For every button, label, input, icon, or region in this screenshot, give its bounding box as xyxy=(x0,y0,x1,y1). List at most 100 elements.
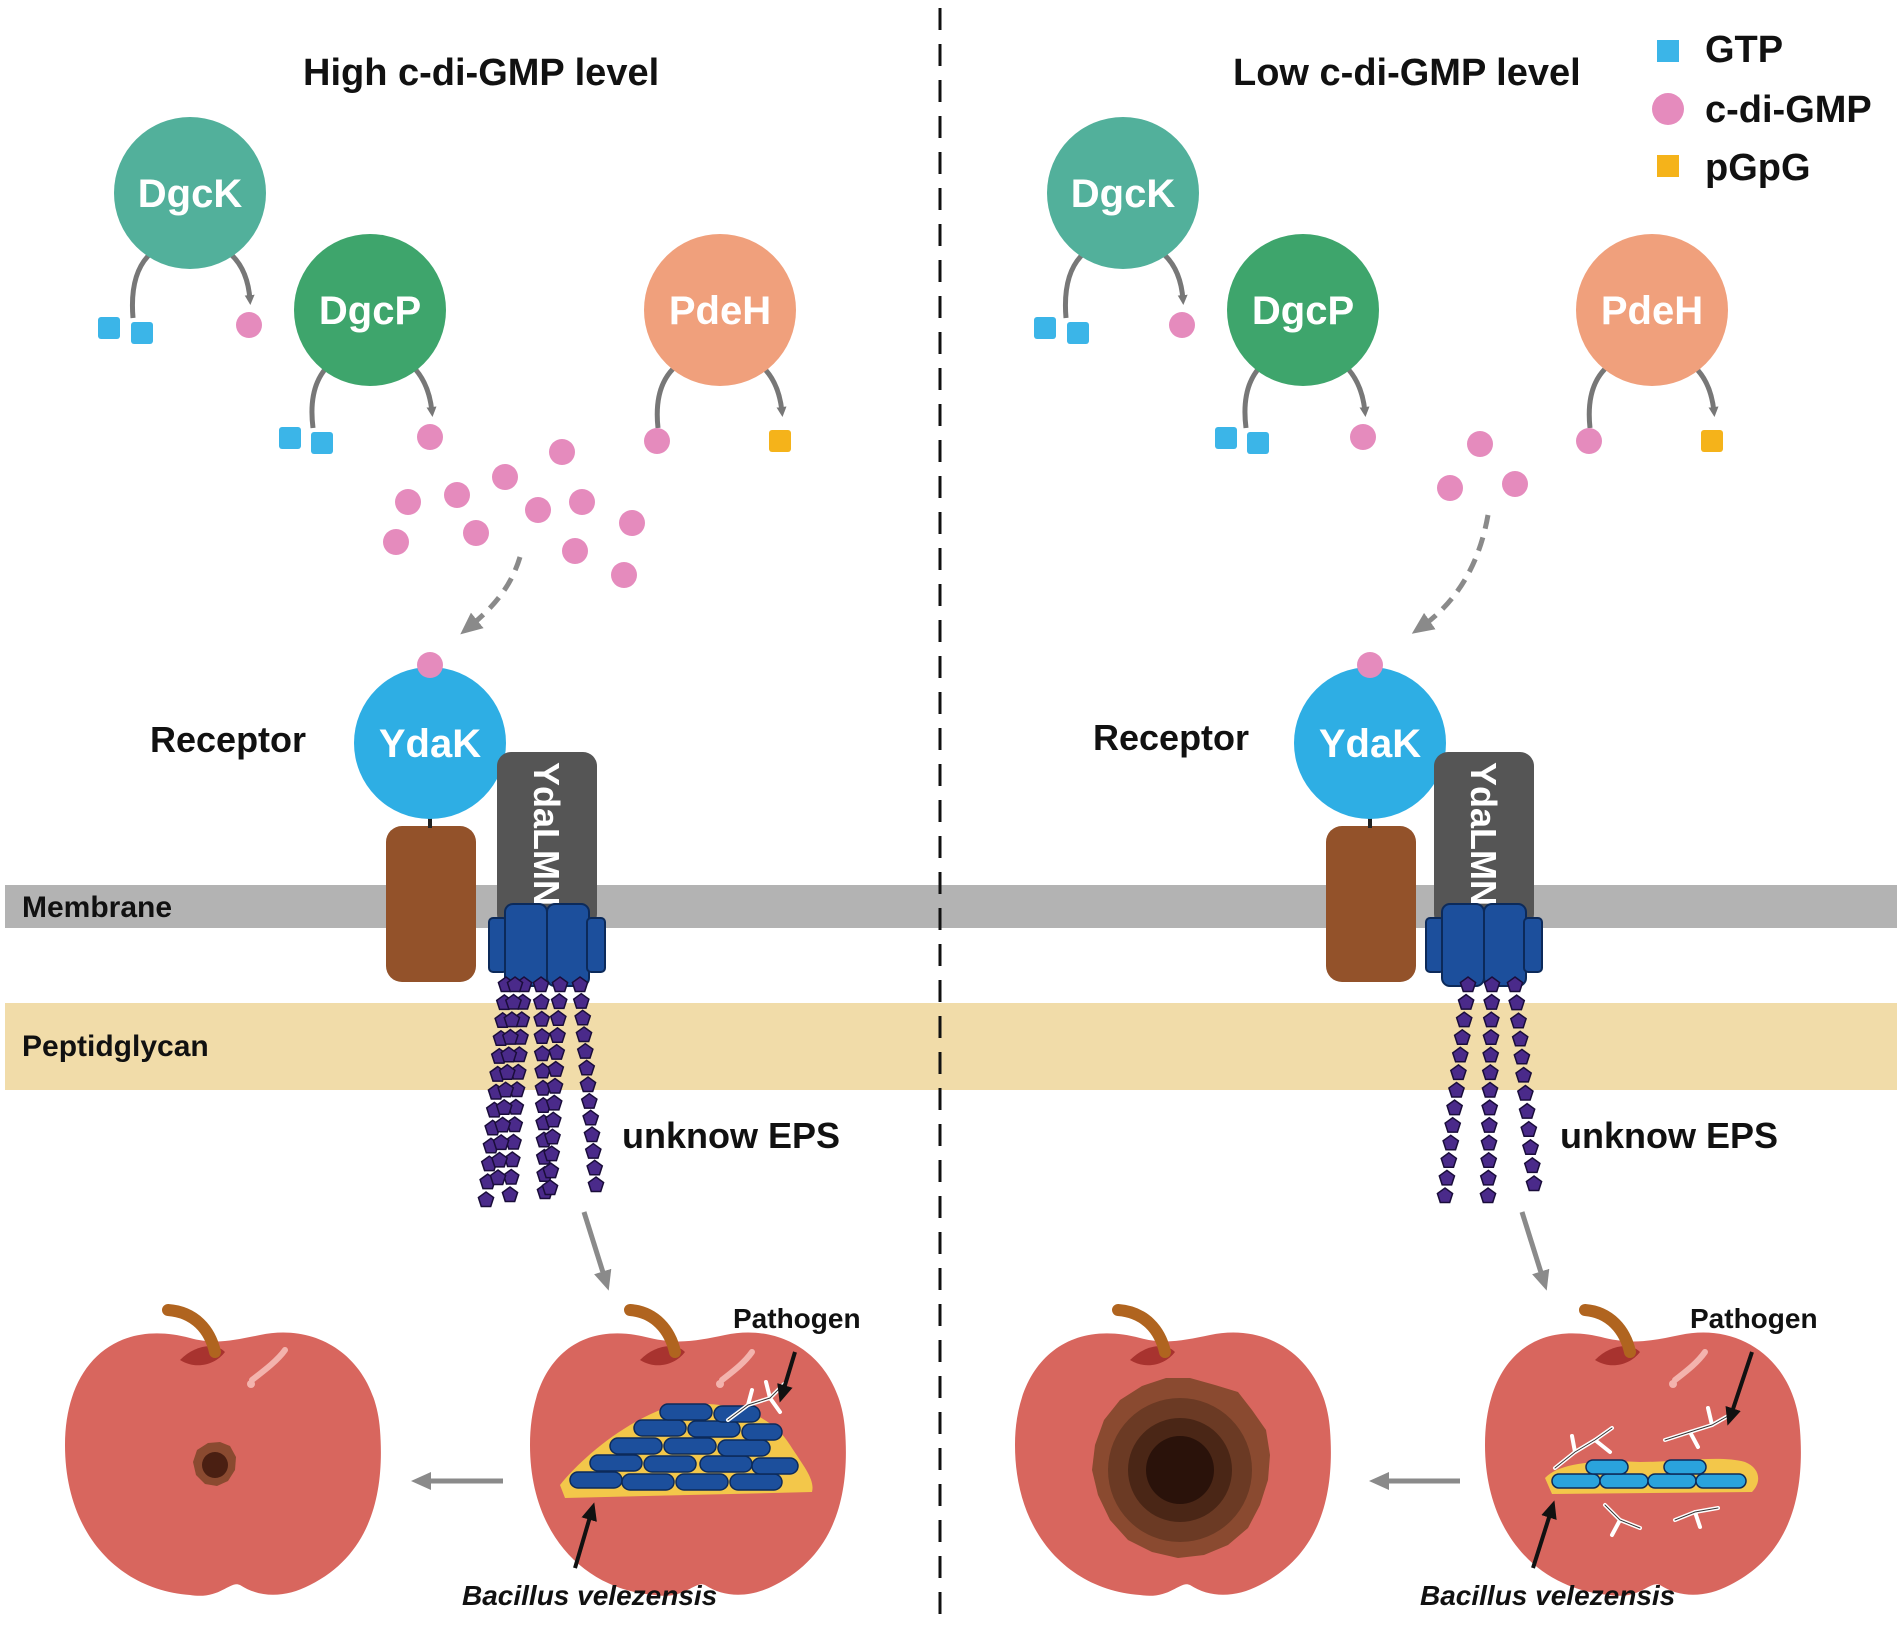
eps-monomer xyxy=(542,1162,560,1179)
bacillus-pointer xyxy=(1531,1500,1557,1569)
eps-monomer xyxy=(497,1081,515,1098)
bacillus-pointer xyxy=(573,1502,597,1569)
eps-monomer xyxy=(549,1009,567,1027)
eps-monomer xyxy=(1448,1081,1465,1098)
dgcp-enzyme: DgcP xyxy=(279,234,446,454)
eps-monomer xyxy=(572,992,590,1009)
flow-arrow xyxy=(581,1211,612,1291)
pathogen-label: Pathogen xyxy=(1690,1303,1818,1334)
cdigmp-icon xyxy=(236,312,262,338)
eps-monomer xyxy=(532,976,550,993)
eps-label: unknow EPS xyxy=(1560,1115,1778,1156)
eps-label: unknow EPS xyxy=(622,1115,840,1156)
eps-monomer xyxy=(541,1179,559,1196)
ydak-receptor xyxy=(1294,667,1446,819)
pathogen-pointer xyxy=(1725,1351,1754,1426)
eps-monomer xyxy=(587,1176,605,1193)
cdigmp-pool-high xyxy=(383,439,645,588)
dgck-enzyme: DgcK xyxy=(1034,117,1199,344)
cdigmp-icon xyxy=(463,520,489,546)
eps-monomer xyxy=(1482,1011,1500,1028)
eps-monomer xyxy=(1480,1134,1498,1151)
receptor-anchor xyxy=(386,826,476,982)
eps-monomer xyxy=(575,1026,593,1043)
eps-monomer xyxy=(1508,994,1526,1011)
eps-monomer xyxy=(582,1109,600,1126)
channel-pore xyxy=(1425,903,1543,987)
cdigmp-icon xyxy=(569,489,595,515)
panel-low: Low c-di-GMP level DgcK DgcP PdeH xyxy=(1015,52,1818,1611)
dgcp-label: DgcP xyxy=(319,289,421,333)
eps-monomer xyxy=(501,1186,519,1203)
eps-monomer xyxy=(1511,1030,1529,1047)
cdigmp-icon xyxy=(383,529,409,555)
cdigmp-icon xyxy=(619,510,645,536)
eps-monomer xyxy=(1483,993,1501,1010)
eps-monomer xyxy=(580,1092,598,1109)
peptidoglycan-label: Peptidglycan xyxy=(22,1030,209,1063)
pathogen-label: Pathogen xyxy=(733,1303,861,1334)
receptor-label: Receptor xyxy=(150,719,306,760)
eps-monomer xyxy=(1438,1169,1456,1186)
biofilm-cells xyxy=(1551,1459,1747,1489)
gtp-icon xyxy=(98,317,120,339)
binding-arrow xyxy=(1411,514,1491,634)
ydalmn-channel xyxy=(1434,752,1534,928)
eps-monomer xyxy=(532,993,550,1010)
eps-monomer xyxy=(543,1145,561,1162)
cdigmp-icon xyxy=(395,489,421,515)
eps-monomer xyxy=(544,1128,561,1145)
receptor-anchor xyxy=(1326,826,1416,982)
legend-gtp-label: GTP xyxy=(1705,29,1783,71)
pdeh-circle xyxy=(1576,234,1728,386)
cdigmp-icon xyxy=(1169,312,1195,338)
eps-monomer xyxy=(1480,1116,1498,1133)
eps-monomer xyxy=(547,1060,565,1077)
eps-monomer xyxy=(500,1046,518,1063)
cdigmp-icon xyxy=(1467,431,1493,457)
eps-monomer xyxy=(1444,1116,1462,1133)
eps-monomer xyxy=(1481,1099,1499,1116)
eps-monomer xyxy=(1451,1046,1469,1063)
legend-cdigmp-label: c-di-GMP xyxy=(1705,89,1872,131)
pdeh-enzyme: PdeH xyxy=(1576,234,1728,454)
eps-monomer xyxy=(1523,1156,1541,1174)
eps-monomer xyxy=(489,1169,507,1186)
eps-monomer xyxy=(1518,1102,1536,1119)
cdigmp-icon xyxy=(549,439,575,465)
legend-cdigmp-swatch xyxy=(1652,93,1684,125)
apple-infected xyxy=(1015,1304,1331,1596)
eps-monomer xyxy=(1506,976,1524,993)
membrane-band xyxy=(5,885,1897,928)
cdigmp-icon xyxy=(562,538,588,564)
cdigmp-icon xyxy=(444,482,470,508)
eps-monomer xyxy=(1449,1063,1467,1081)
channel-pore xyxy=(488,903,606,987)
cdigmp-icon xyxy=(1576,428,1602,454)
gtp-icon xyxy=(1247,432,1269,454)
eps-monomer xyxy=(492,1133,510,1151)
gtp-icon xyxy=(1215,427,1237,449)
bacillus-label: Bacillus velezensis xyxy=(462,1580,717,1611)
bound-cdigmp-icon xyxy=(1357,652,1383,678)
eps-monomer xyxy=(549,1026,566,1043)
cdigmp-icon xyxy=(1350,424,1376,450)
binding-arrow xyxy=(460,556,523,635)
eps-monomer xyxy=(1459,976,1477,993)
dgcp-circle xyxy=(294,234,446,386)
cdigmp-icon xyxy=(417,424,443,450)
eps-monomer xyxy=(1481,1081,1499,1098)
apple-weak-biofilm xyxy=(1485,1304,1801,1596)
eps-monomer xyxy=(546,1077,564,1094)
dgck-circle xyxy=(114,117,266,269)
ydak-label: YdaK xyxy=(379,722,481,766)
eps-monomer xyxy=(495,1098,513,1116)
eps-monomer xyxy=(583,1126,601,1143)
panel-high: High c-di-GMP level DgcK DgcP PdeH xyxy=(65,52,861,1611)
gtp-icon xyxy=(279,427,301,449)
dgck-label: DgcK xyxy=(138,172,243,216)
eps-monomer xyxy=(533,1027,551,1044)
eps-monomer xyxy=(1442,1134,1460,1151)
gtp-icon xyxy=(311,432,333,454)
pgpg-icon xyxy=(769,430,791,452)
